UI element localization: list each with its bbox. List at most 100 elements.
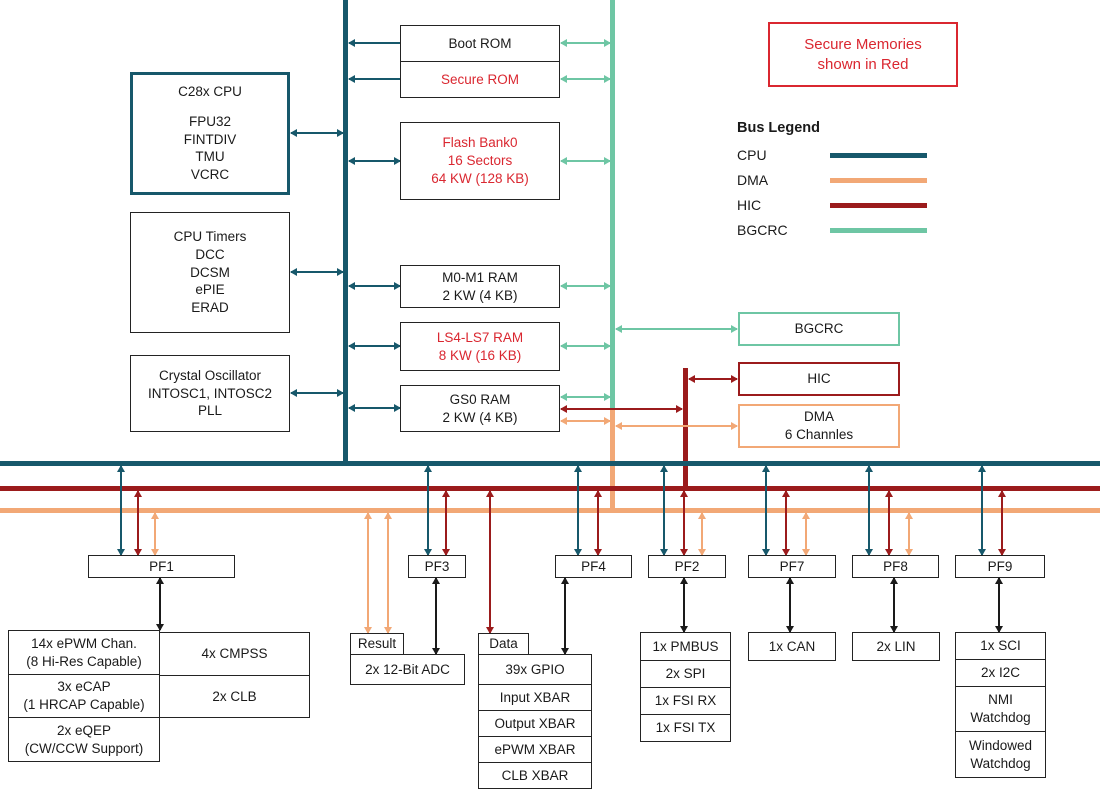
secure-note-line: shown in Red — [817, 55, 909, 73]
dma-line: 6 Channles — [784, 427, 854, 442]
windowed-watchdog-line: Windowed — [968, 737, 1033, 753]
arrow-pf9-peripherals — [995, 577, 1003, 633]
pf2-box: PF2 — [648, 555, 726, 578]
arrow-hicbus-pf3 — [442, 490, 450, 556]
arrow-flash-bgcrcbus — [560, 157, 611, 165]
boot-rom-label: Boot ROM — [448, 35, 512, 51]
gs0-line: 2 KW (4 KB) — [442, 409, 518, 425]
flash-bank0-box: Flash Bank0 16 Sectors 64 KW (128 KB) — [400, 122, 560, 200]
osc-line: Crystal Oscillator — [158, 367, 261, 383]
clb-xbar-label: CLB XBAR — [501, 767, 569, 783]
arrow-hicbus-data — [486, 490, 494, 634]
legend-swatch-bgcrc — [830, 228, 927, 233]
input-xbar-label: Input XBAR — [499, 689, 571, 705]
pf3-label: PF3 — [424, 558, 450, 574]
arrow-gs0-cpubus — [348, 404, 401, 412]
hic-box: HIC — [738, 362, 900, 396]
ls4ls7-line: 8 KW (16 KB) — [438, 347, 522, 363]
boot-rom-box: Boot ROM — [400, 25, 560, 62]
hic-bus-vertical — [683, 368, 688, 491]
nmi-watchdog-line: Watchdog — [970, 710, 1031, 725]
ecap-line: 3x eCAP — [57, 679, 111, 695]
eqep-box: 2x eQEP (CW/CCW Support) — [8, 717, 160, 762]
c28x-cpu-title: C28x CPU — [178, 83, 242, 99]
ls4ls7-ram-box: LS4-LS7 RAM 8 KW (16 KB) — [400, 322, 560, 371]
dma-box: DMA 6 Channles — [738, 404, 900, 448]
windowed-watchdog-line: Watchdog — [970, 755, 1031, 771]
cmpss-box: 4x CMPSS — [159, 632, 310, 676]
arrow-dmabus-pf8 — [905, 512, 913, 556]
ls4ls7-line: LS4-LS7 RAM — [436, 329, 524, 345]
sci-box: 1x SCI — [955, 632, 1046, 660]
arrow-securerom-cpubus — [348, 75, 400, 83]
cpu-feature-vcrc: VCRC — [190, 167, 230, 183]
arrow-pf8-lin — [890, 577, 898, 633]
pf9-box: PF9 — [955, 555, 1045, 578]
arrow-hicbus-pf4 — [594, 490, 602, 556]
flash-line: Flash Bank0 — [442, 135, 518, 151]
timers-line: DCC — [195, 246, 225, 262]
flash-line: 16 Sectors — [447, 153, 513, 169]
arrow-securerom-bgcrcbus — [560, 75, 611, 83]
arrow-pf7-can — [786, 577, 794, 633]
dma-bus-horizontal — [0, 508, 1100, 513]
legend-label-bgcrc: BGCRC — [737, 222, 788, 238]
fsi-tx-box: 1x FSI TX — [640, 714, 731, 742]
arrow-cpubus-pf3 — [424, 465, 432, 556]
epwm-line: 14x ePWM Chan. — [31, 635, 137, 651]
pf1-label: PF1 — [149, 558, 174, 574]
arrow-cpubus-pf1 — [117, 465, 125, 556]
gs0-line: GS0 RAM — [449, 391, 511, 407]
cpu-feature-fpu32: FPU32 — [188, 113, 232, 129]
epwm-xbar-box: ePWM XBAR — [478, 736, 592, 763]
cpu-timers-block: CPU Timers DCC DCSM ePIE ERAD — [130, 212, 290, 333]
nmi-watchdog-line: NMI — [988, 692, 1013, 708]
clb-xbar-box: CLB XBAR — [478, 762, 592, 789]
spi-box: 2x SPI — [640, 660, 731, 688]
arrow-cpubus-pf2 — [660, 465, 668, 556]
cpu-bus-vertical — [343, 0, 348, 466]
cmpss-label: 4x CMPSS — [201, 646, 268, 662]
nmi-watchdog-box: NMI Watchdog — [955, 686, 1046, 732]
i2c-box: 2x I2C — [955, 659, 1046, 687]
pf3-box: PF3 — [408, 555, 466, 578]
lin-box: 2x LIN — [852, 632, 940, 661]
cpu-bus-horizontal — [0, 461, 1100, 466]
arrow-pf2-peripherals — [680, 577, 688, 633]
arrow-hicbus-pf2 — [680, 490, 688, 556]
arrow-dmabus-pf1 — [151, 512, 159, 556]
arrow-hicbus-pf7 — [782, 490, 790, 556]
m0m1-line: 2 KW (4 KB) — [442, 287, 518, 303]
epwm-line: (8 Hi-Res Capable) — [26, 653, 142, 669]
adc-label: 2x 12-Bit ADC — [365, 661, 450, 677]
m0m1-line: M0-M1 RAM — [442, 269, 518, 285]
fsi-tx-label: 1x FSI TX — [655, 720, 716, 736]
pf2-label: PF2 — [674, 558, 700, 574]
pf1-box: PF1 — [88, 555, 235, 578]
arrow-flash-cpubus — [348, 157, 401, 165]
pf8-label: PF8 — [883, 558, 908, 574]
timers-line: CPU Timers — [173, 228, 247, 244]
arrow-pf3-adc — [432, 577, 440, 655]
pf4-label: PF4 — [581, 558, 606, 574]
secure-rom-label: Secure ROM — [440, 71, 520, 87]
arrow-c28x-cpubus — [290, 129, 344, 137]
arrow-hicbus-pf1 — [134, 490, 142, 556]
clb-label: 2x CLB — [212, 688, 257, 704]
hic-label: HIC — [807, 371, 831, 387]
legend-label-dma: DMA — [737, 172, 769, 188]
legend-swatch-hic — [830, 203, 927, 208]
secure-note-line: Secure Memories — [804, 35, 922, 53]
bgcrc-label: BGCRC — [794, 321, 844, 337]
data-box: Data — [478, 633, 529, 655]
result-label: Result — [357, 636, 397, 652]
gs0-ram-box: GS0 RAM 2 KW (4 KB) — [400, 385, 560, 432]
arrow-ls4ls7-cpubus — [348, 342, 401, 350]
result-box: Result — [350, 633, 404, 655]
spi-label: 2x SPI — [665, 666, 706, 682]
epwm-box: 14x ePWM Chan. (8 Hi-Res Capable) — [8, 630, 160, 675]
hic-bus-horizontal — [0, 486, 1100, 491]
arrow-ls4ls7-bgcrcbus — [560, 342, 611, 350]
gpio-label: 39x GPIO — [505, 661, 565, 677]
